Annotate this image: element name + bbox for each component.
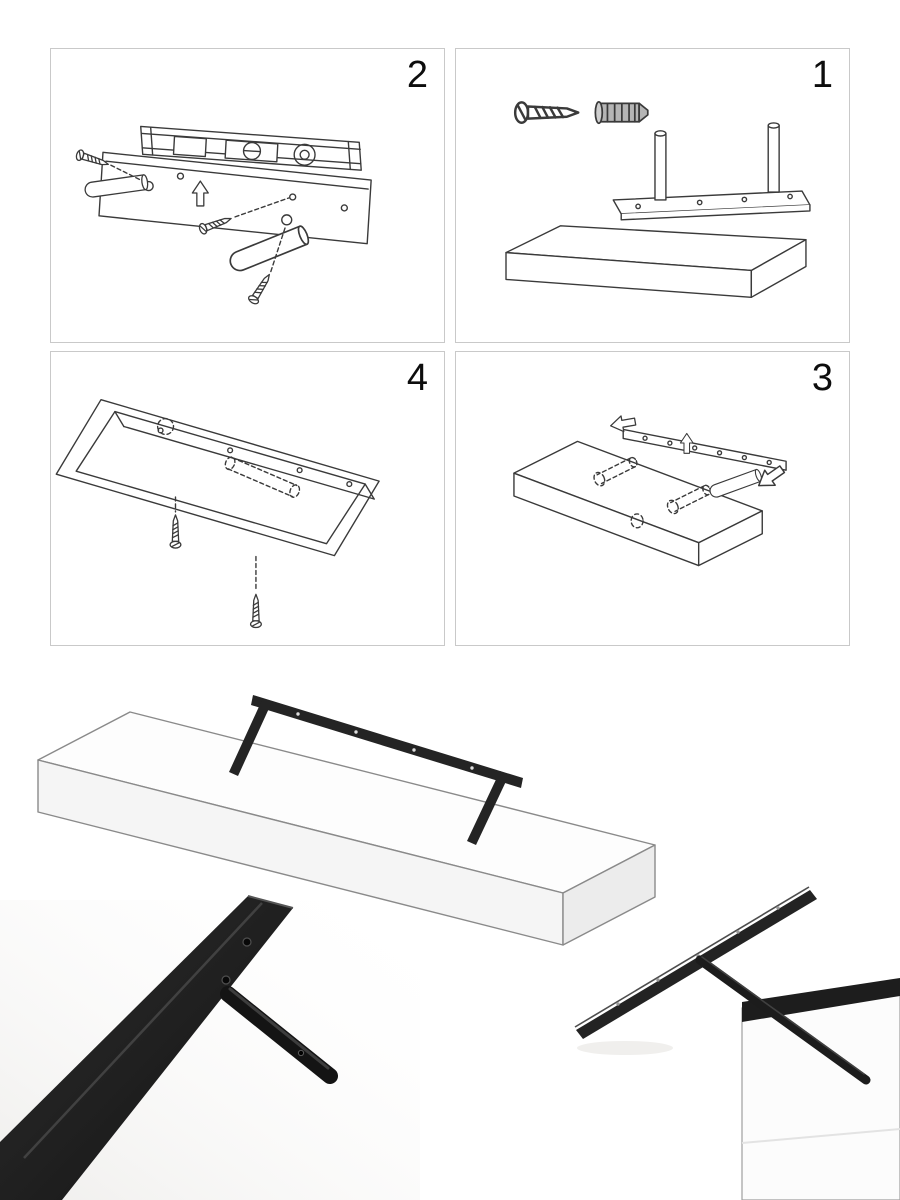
shelf-corner-photo: [741, 978, 900, 1200]
bracket-rod: [767, 122, 780, 193]
step-number: 1: [811, 54, 833, 96]
spirit-level: [140, 125, 362, 171]
screw: [513, 101, 580, 125]
step-3-illustration: [513, 413, 789, 567]
hidden-channels: [593, 456, 712, 529]
instruction-panel-step-4: 4: [50, 351, 445, 646]
step-4-illustration: [55, 398, 380, 629]
step-number: 4: [406, 357, 428, 399]
step-number: 2: [406, 54, 428, 96]
shelf-board: [513, 440, 763, 567]
product-photo-composite: [0, 695, 900, 1200]
wall-anchor: [594, 100, 649, 125]
bracket-rod: [707, 468, 764, 500]
instruction-steps-grid: 2: [50, 48, 850, 646]
bracket-photo-right: [574, 886, 871, 1085]
mounting-bracket: [622, 428, 787, 471]
screw: [249, 593, 263, 629]
step-1-illustration: [505, 100, 811, 299]
bracket-rod: [654, 130, 667, 201]
instruction-panel-step-3: 3: [455, 351, 850, 646]
instruction-panel-step-1: 1: [455, 48, 850, 343]
floating-shelf-photo: [37, 711, 656, 946]
screw: [246, 270, 275, 307]
bracket-closeup-photo: [0, 895, 338, 1200]
hollow-shelf: [55, 398, 380, 557]
hidden-channel: [156, 417, 301, 498]
mounting-bracket: [612, 122, 811, 221]
wall-bracket-photo: [229, 695, 523, 845]
product-photos: [0, 640, 900, 1200]
shelf-board: [505, 225, 807, 299]
step-number: 3: [811, 357, 833, 399]
instruction-panel-step-2: 2: [50, 48, 445, 343]
screw: [169, 514, 182, 549]
step-2-illustration: [74, 125, 372, 307]
